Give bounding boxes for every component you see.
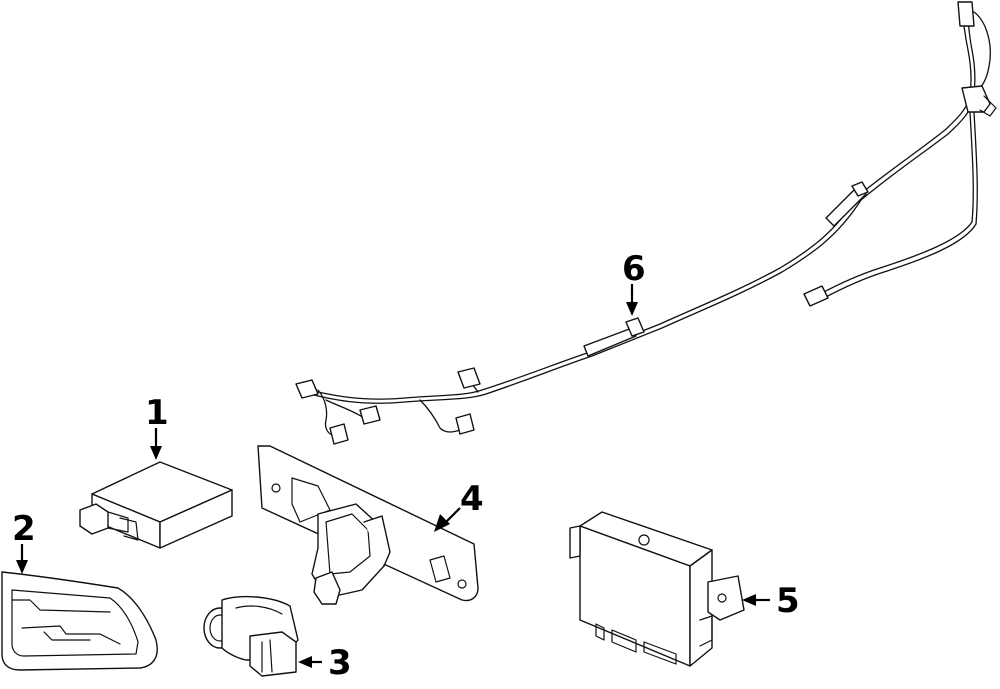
callout-label-6: 6 — [622, 249, 646, 289]
callout-1: 1 — [145, 393, 169, 460]
callout-4: 4 — [434, 479, 484, 532]
bracket-part-4 — [257, 445, 479, 605]
callout-label-5: 5 — [776, 581, 800, 621]
bezel-part-2 — [1, 571, 158, 671]
sensor-part-3 — [203, 595, 299, 677]
wiring-harness — [295, 1, 997, 445]
callout-label-1: 1 — [145, 393, 169, 433]
module-part-1 — [79, 461, 233, 549]
callout-label-2: 2 — [12, 509, 36, 549]
callout-5: 5 — [742, 581, 800, 621]
callout-6: 6 — [622, 249, 646, 316]
callout-2: 2 — [12, 509, 36, 574]
callout-3: 3 — [298, 643, 352, 683]
callout-label-3: 3 — [328, 643, 352, 683]
callout-label-4: 4 — [460, 479, 484, 519]
control-module-part-5 — [569, 511, 745, 667]
